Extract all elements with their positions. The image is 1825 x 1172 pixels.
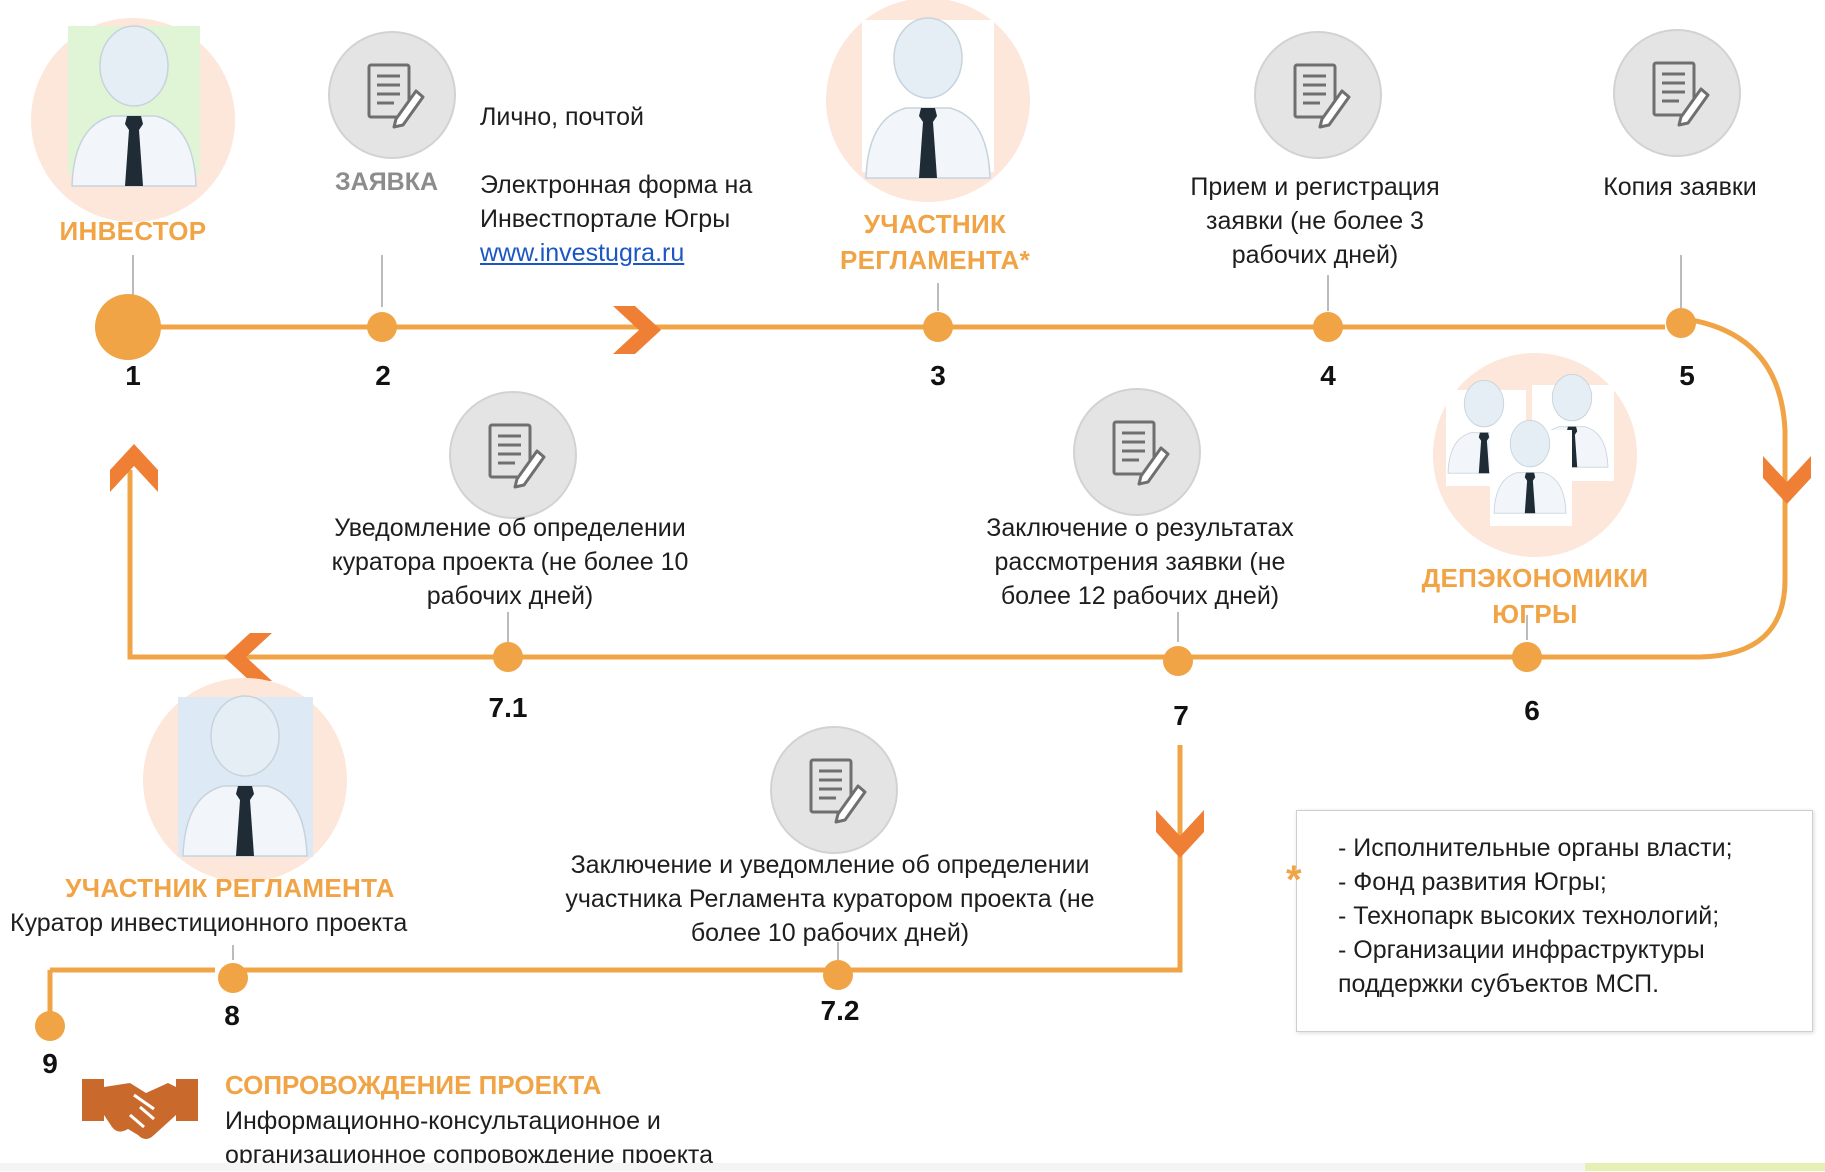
support-title: СОПРОВОЖДЕНИЕ ПРОЕКТА xyxy=(225,1070,602,1100)
participant-label-line1: УЧАСТНИК xyxy=(863,209,1007,239)
investor-avatar xyxy=(31,18,235,222)
method-online-line2: Инвестпортале Югры xyxy=(480,205,731,233)
legend-item: - Организации инфраструктуры xyxy=(1338,936,1705,964)
step4-line1: Прием и регистрация xyxy=(1190,173,1440,201)
step-number-7-2: 7.2 xyxy=(820,995,860,1026)
step-number-6: 6 xyxy=(1524,695,1540,726)
step71-line3: рабочих дней) xyxy=(426,582,594,610)
dep-label-line1: ДЕПЭКОНОМИКИ xyxy=(1421,563,1649,593)
step72-line1: Заключение и уведомление об определении xyxy=(570,851,1090,879)
step-number-2: 2 xyxy=(375,360,391,391)
participant-label-line2: РЕГЛАМЕНТА* xyxy=(839,245,1030,275)
chevron-icon xyxy=(613,306,661,354)
document-pen-icon xyxy=(1612,28,1742,158)
bottom-strip-accent xyxy=(1585,1163,1825,1171)
step7-text: Заключение о результатах рассмотрения за… xyxy=(940,511,1340,613)
investor-label: ИНВЕСТОР xyxy=(59,216,207,246)
curator-title: УЧАСТНИК РЕГЛАМЕНТА xyxy=(65,873,395,903)
connector-lines xyxy=(47,255,1788,1012)
step7-line1: Заключение о результатах xyxy=(986,514,1294,542)
chevron-icon xyxy=(110,444,158,492)
dep-label: ДЕПЭКОНОМИКИ ЮГРЫ xyxy=(1395,560,1675,632)
application-method-personal: Лично, почтой xyxy=(480,103,644,131)
legend-item: поддержки субъектов МСП. xyxy=(1338,970,1660,998)
step-number-7: 7 xyxy=(1173,700,1189,731)
application-title: ЗАЯВКА xyxy=(335,168,439,196)
document-pen-icon xyxy=(1072,387,1202,517)
step4-line2: заявки (не более 3 xyxy=(1206,207,1424,235)
dep-label-line2: ЮГРЫ xyxy=(1492,599,1578,629)
support-text: Информационно-консультационное и организ… xyxy=(225,1104,713,1172)
step72-line3: более 10 рабочих дней) xyxy=(690,919,970,947)
step72-text: Заключение и уведомление об определении … xyxy=(520,848,1140,950)
legend-item: - Исполнительные органы власти; xyxy=(1338,834,1733,862)
document-pen-icon xyxy=(769,725,899,855)
step-number-1: 1 xyxy=(125,360,141,391)
investugra-link[interactable]: www.investugra.ru xyxy=(480,239,685,267)
application-method-online: Электронная форма на Инвестпортале Югры … xyxy=(480,168,752,270)
document-pen-icon xyxy=(448,390,578,520)
legend-item: - Технопарк высоких технологий; xyxy=(1338,902,1720,930)
step5-text: Копия заявки xyxy=(1603,173,1757,201)
step7-line2: рассмотрения заявки (не xyxy=(994,548,1286,576)
step71-line1: Уведомление об определении xyxy=(334,514,686,542)
step4-line3: рабочих дней) xyxy=(1231,241,1399,269)
participant-label: УЧАСТНИК РЕГЛАМЕНТА* xyxy=(815,206,1055,278)
handshake-icon xyxy=(68,1057,212,1167)
legend-star: * xyxy=(1286,858,1302,902)
document-pen-icon xyxy=(1253,30,1383,160)
step-number-5: 5 xyxy=(1679,360,1695,391)
document-pen-icon xyxy=(327,30,457,160)
step72-line2: участника Регламента куратором проекта (… xyxy=(565,885,1095,913)
bottom-strip xyxy=(0,1163,1825,1171)
legend-box xyxy=(1296,810,1813,1032)
method-online-line1: Электронная форма на xyxy=(480,171,753,199)
step-number-8: 8 xyxy=(224,1000,240,1031)
step71-text: Уведомление об определении куратора прое… xyxy=(300,511,720,613)
legend-item: - Фонд развития Югры; xyxy=(1338,868,1607,896)
step7-line3: более 12 рабочих дней) xyxy=(1000,582,1280,610)
support-line1: Информационно-консультационное и xyxy=(225,1107,661,1135)
curator-avatar xyxy=(143,678,347,882)
dep-group-avatar xyxy=(1433,353,1637,557)
step-number-9: 9 xyxy=(42,1048,58,1079)
step71-line2: куратора проекта (не более 10 xyxy=(331,548,689,576)
curator-subtitle: Куратор инвестиционного проекта xyxy=(10,909,408,937)
step-number-7-1: 7.1 xyxy=(488,692,528,723)
step-number-4: 4 xyxy=(1320,360,1336,391)
participant-avatar xyxy=(826,0,1030,202)
step4-text: Прием и регистрация заявки (не более 3 р… xyxy=(1150,170,1480,272)
step-number-3: 3 xyxy=(930,360,946,391)
step-dots xyxy=(35,294,1696,1041)
